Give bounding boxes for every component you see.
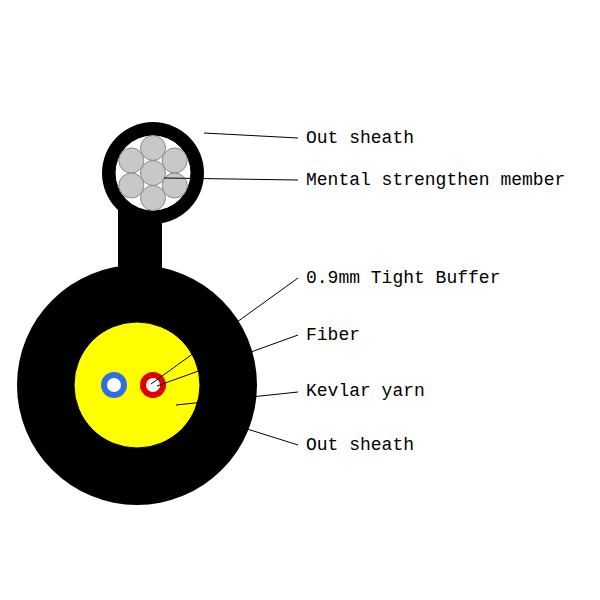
leader-lines <box>151 133 298 445</box>
part-label: Kevlar yarn <box>304 380 427 402</box>
fiber-blue <box>107 378 121 392</box>
part-label: 0.9mm Tight Buffer <box>304 267 502 289</box>
messenger-core <box>115 135 191 211</box>
part-label: Out sheath <box>304 127 416 149</box>
part-label: Out sheath <box>304 434 416 456</box>
steel-wires <box>119 136 187 211</box>
part-label: Fiber <box>304 324 362 346</box>
messenger-sheath <box>102 122 204 224</box>
part-label: Mental strengthen member <box>304 169 567 191</box>
fiber-red <box>146 378 160 392</box>
kevlar-yarn <box>74 322 200 448</box>
sheath-neck <box>118 210 162 270</box>
outer-sheath <box>17 265 257 505</box>
tight-buffer-blue <box>101 372 127 398</box>
